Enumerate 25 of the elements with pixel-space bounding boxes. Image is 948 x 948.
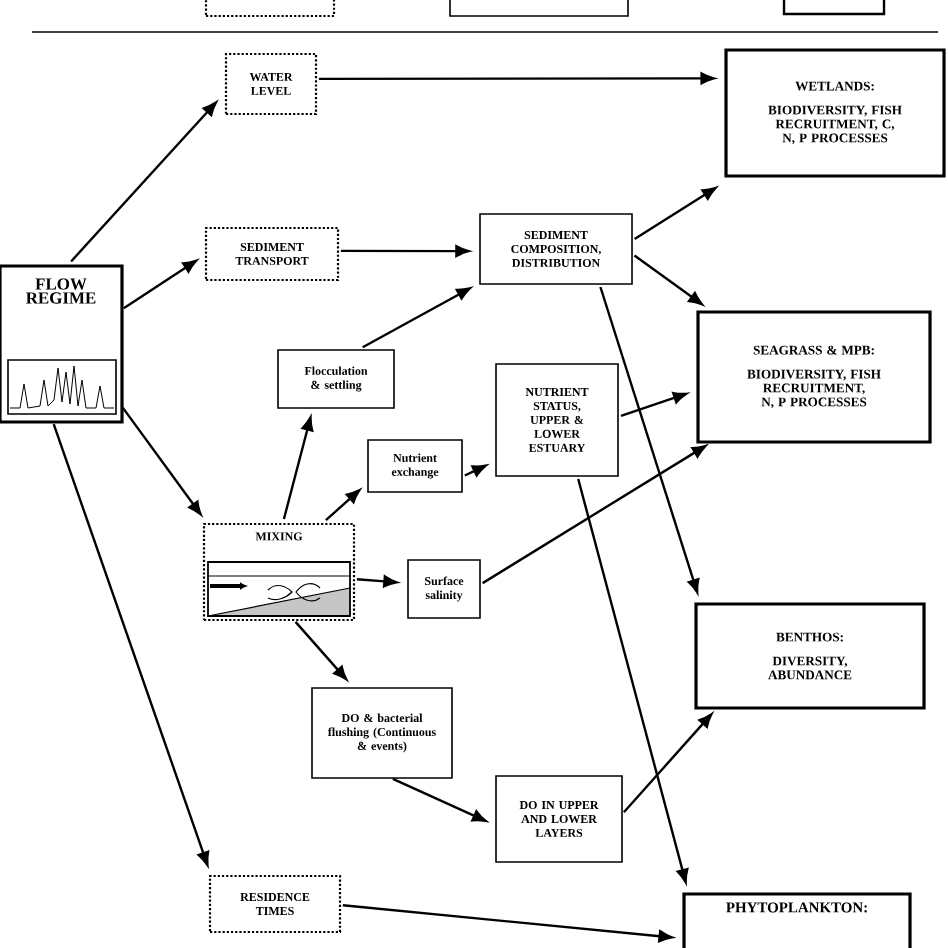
arrow — [52, 423, 210, 866]
flow-regime-box: FLOW REGIME — [0, 264, 124, 424]
arrow — [318, 72, 715, 85]
arrow — [392, 777, 487, 822]
arrow — [620, 391, 688, 418]
arrow — [123, 259, 198, 310]
arrow — [121, 406, 202, 516]
box — [782, 0, 886, 16]
arrow — [356, 575, 398, 588]
arrow — [623, 713, 713, 814]
arrow — [599, 286, 700, 594]
arrow — [482, 444, 707, 585]
arrow — [362, 287, 471, 349]
arrow — [70, 101, 217, 263]
box — [204, 0, 336, 18]
arrow — [325, 489, 361, 522]
arrow — [633, 186, 717, 241]
arrow — [464, 464, 487, 477]
arrow — [282, 416, 314, 520]
arrow — [294, 621, 348, 681]
arrow — [342, 904, 673, 943]
arrow — [577, 478, 689, 884]
arrow — [633, 254, 703, 306]
box — [449, 0, 629, 17]
arrow — [340, 245, 470, 258]
